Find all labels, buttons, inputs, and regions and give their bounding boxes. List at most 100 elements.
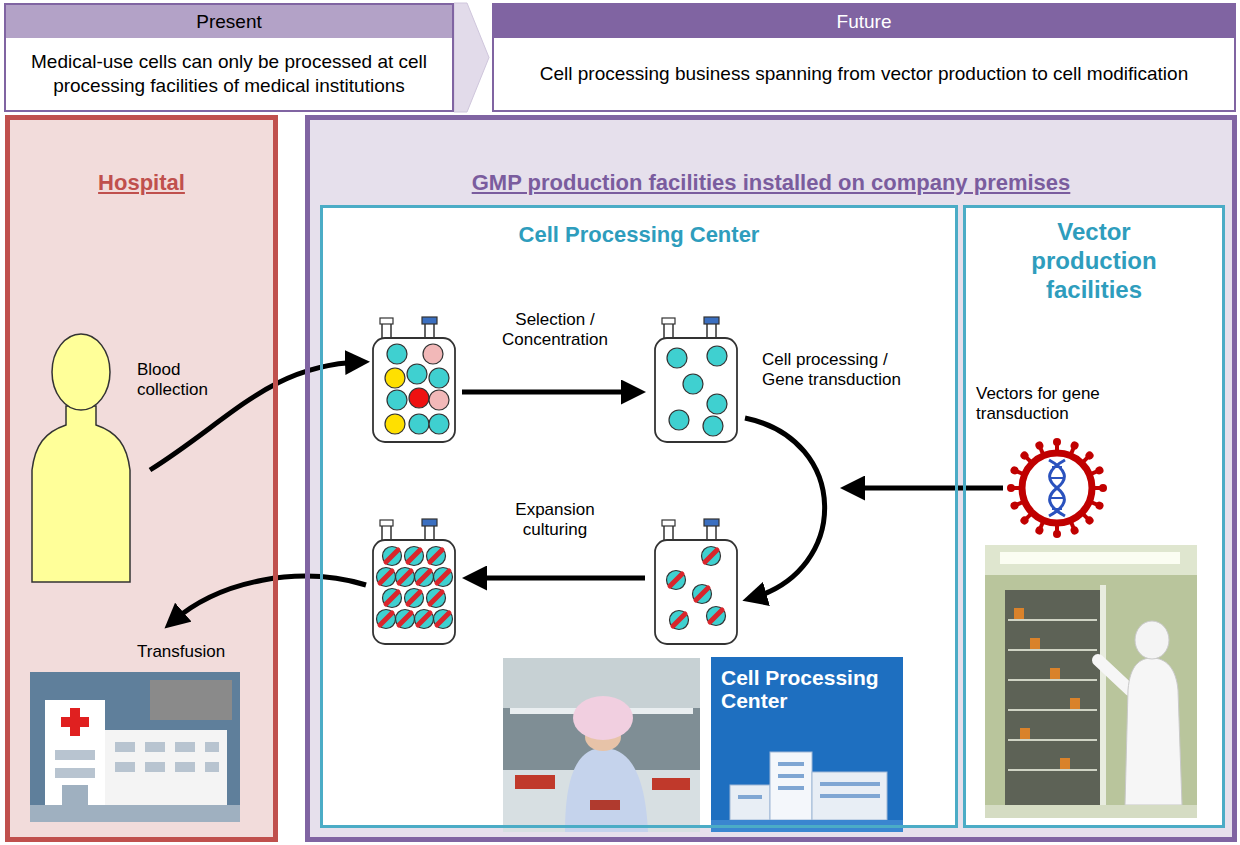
vector-virus (1049, 460, 1065, 516)
hospital-icon (175, 762, 195, 772)
transduced-cells (693, 585, 712, 604)
arrow-label: Blood collection (137, 360, 229, 401)
patient-silhouette (32, 334, 130, 582)
culture-bag (655, 519, 737, 644)
culture-bag (373, 317, 737, 644)
hospital-icon (105, 730, 227, 805)
center-logo (778, 762, 804, 766)
future-panel: FutureCell processing business spanning … (492, 3, 1236, 112)
vector-lab-photo (1020, 728, 1030, 739)
center-logo (711, 657, 903, 832)
blood-cells (387, 390, 407, 410)
vector-lab-photo (1050, 668, 1060, 679)
box-title: Vector production facilities (1004, 218, 1184, 304)
vector-lab-photo (1060, 758, 1070, 769)
center-logo (711, 657, 903, 832)
step-label: Cell processing / Gene transduction (762, 350, 912, 391)
box-fill (963, 205, 1225, 828)
present-panel: PresentMedical-use cells can only be pro… (4, 3, 454, 112)
hospital-icon (145, 762, 165, 772)
cell-processing-center-box: Cell Processing Center (320, 205, 958, 828)
hospital-icon (30, 672, 240, 822)
vector-lab-photo (1008, 709, 1097, 711)
box-fill (492, 3, 1236, 112)
selected-cells (683, 374, 703, 394)
expanded-cells (377, 568, 396, 587)
hospital-icon (205, 762, 219, 772)
flow-arrow (462, 390, 636, 395)
expanded-cells (396, 568, 415, 587)
center-logo (770, 752, 812, 820)
selected-cells (669, 410, 689, 430)
vector-lab-photo (1008, 739, 1097, 741)
box-fill (4, 3, 454, 112)
arrow-label: Transfusion (137, 642, 257, 662)
expanded-cells (427, 547, 446, 566)
culture-bag (655, 317, 737, 442)
blood-cells (385, 414, 405, 434)
selected-cells (703, 416, 723, 436)
hospital-icon (30, 672, 240, 822)
lab-photo (515, 775, 555, 789)
blood-cells (409, 388, 429, 408)
box-fill (5, 115, 278, 842)
vector-lab-photo (985, 545, 1197, 818)
hospital-icon (61, 717, 89, 727)
hospital-icon (115, 742, 135, 752)
hospital-box: Hospital (5, 115, 278, 842)
expanded-cells (405, 547, 424, 566)
expanded-cells (434, 610, 453, 629)
expanded-cells (377, 610, 396, 629)
vector-virus (1050, 477, 1064, 479)
vector-virus (1052, 508, 1062, 510)
vector-facility-box: Vector production facilitiesVectors for … (963, 205, 1225, 828)
panel-header: Future (494, 5, 1234, 38)
blood-cells (385, 368, 405, 388)
vector-lab-photo (1070, 698, 1080, 709)
lab-photo (590, 800, 620, 810)
transduced-cells (667, 547, 726, 630)
center-logo (738, 795, 762, 799)
hospital-icon (62, 785, 88, 805)
blood-cells (429, 390, 449, 410)
vector-virus (1022, 453, 1092, 523)
vector-virus (1052, 466, 1062, 468)
vector-lab-photo (1135, 621, 1169, 659)
flow-arrow (745, 418, 825, 598)
panel-body: Cell processing business spanning from v… (494, 38, 1234, 110)
vector-lab-photo (1030, 638, 1040, 649)
box-fill (305, 115, 1237, 842)
center-logo (820, 794, 880, 798)
hospital-icon (115, 762, 135, 772)
lab-photo (565, 748, 648, 832)
selected-cells (707, 346, 727, 366)
expanded-cells (405, 589, 424, 608)
vector-virus (1050, 497, 1064, 499)
logo-text: Cell Processing Center (721, 666, 899, 712)
expanded-cells (383, 589, 402, 608)
hospital-icon (150, 680, 232, 720)
expanded-cells (434, 568, 453, 587)
hospital-icon (175, 742, 195, 752)
vector-lab-photo (1008, 619, 1097, 621)
transduced-cells (670, 611, 689, 630)
flow-arrow (850, 486, 1003, 491)
center-logo (730, 785, 770, 820)
item-caption: Vectors for gene transduction (976, 384, 1126, 425)
gmp-facility-box: GMP production facilities installed on c… (305, 115, 1237, 842)
vector-lab-photo (1008, 769, 1097, 771)
vector-lab-photo (1100, 585, 1106, 805)
vector-lab-photo (1005, 590, 1100, 805)
blood-cells (429, 368, 449, 388)
hospital-icon (55, 750, 95, 760)
patient-silhouette (52, 334, 110, 410)
box-title: Hospital (20, 170, 263, 196)
box-title: GMP production facilities installed on c… (320, 170, 1222, 196)
vector-virus (1049, 460, 1065, 516)
center-logo (820, 782, 880, 786)
vector-lab-photo (985, 805, 1197, 818)
center-logo (778, 774, 804, 778)
vector-lab-photo (1014, 608, 1024, 619)
hospital-icon (45, 700, 105, 805)
blood-cells (423, 344, 443, 364)
